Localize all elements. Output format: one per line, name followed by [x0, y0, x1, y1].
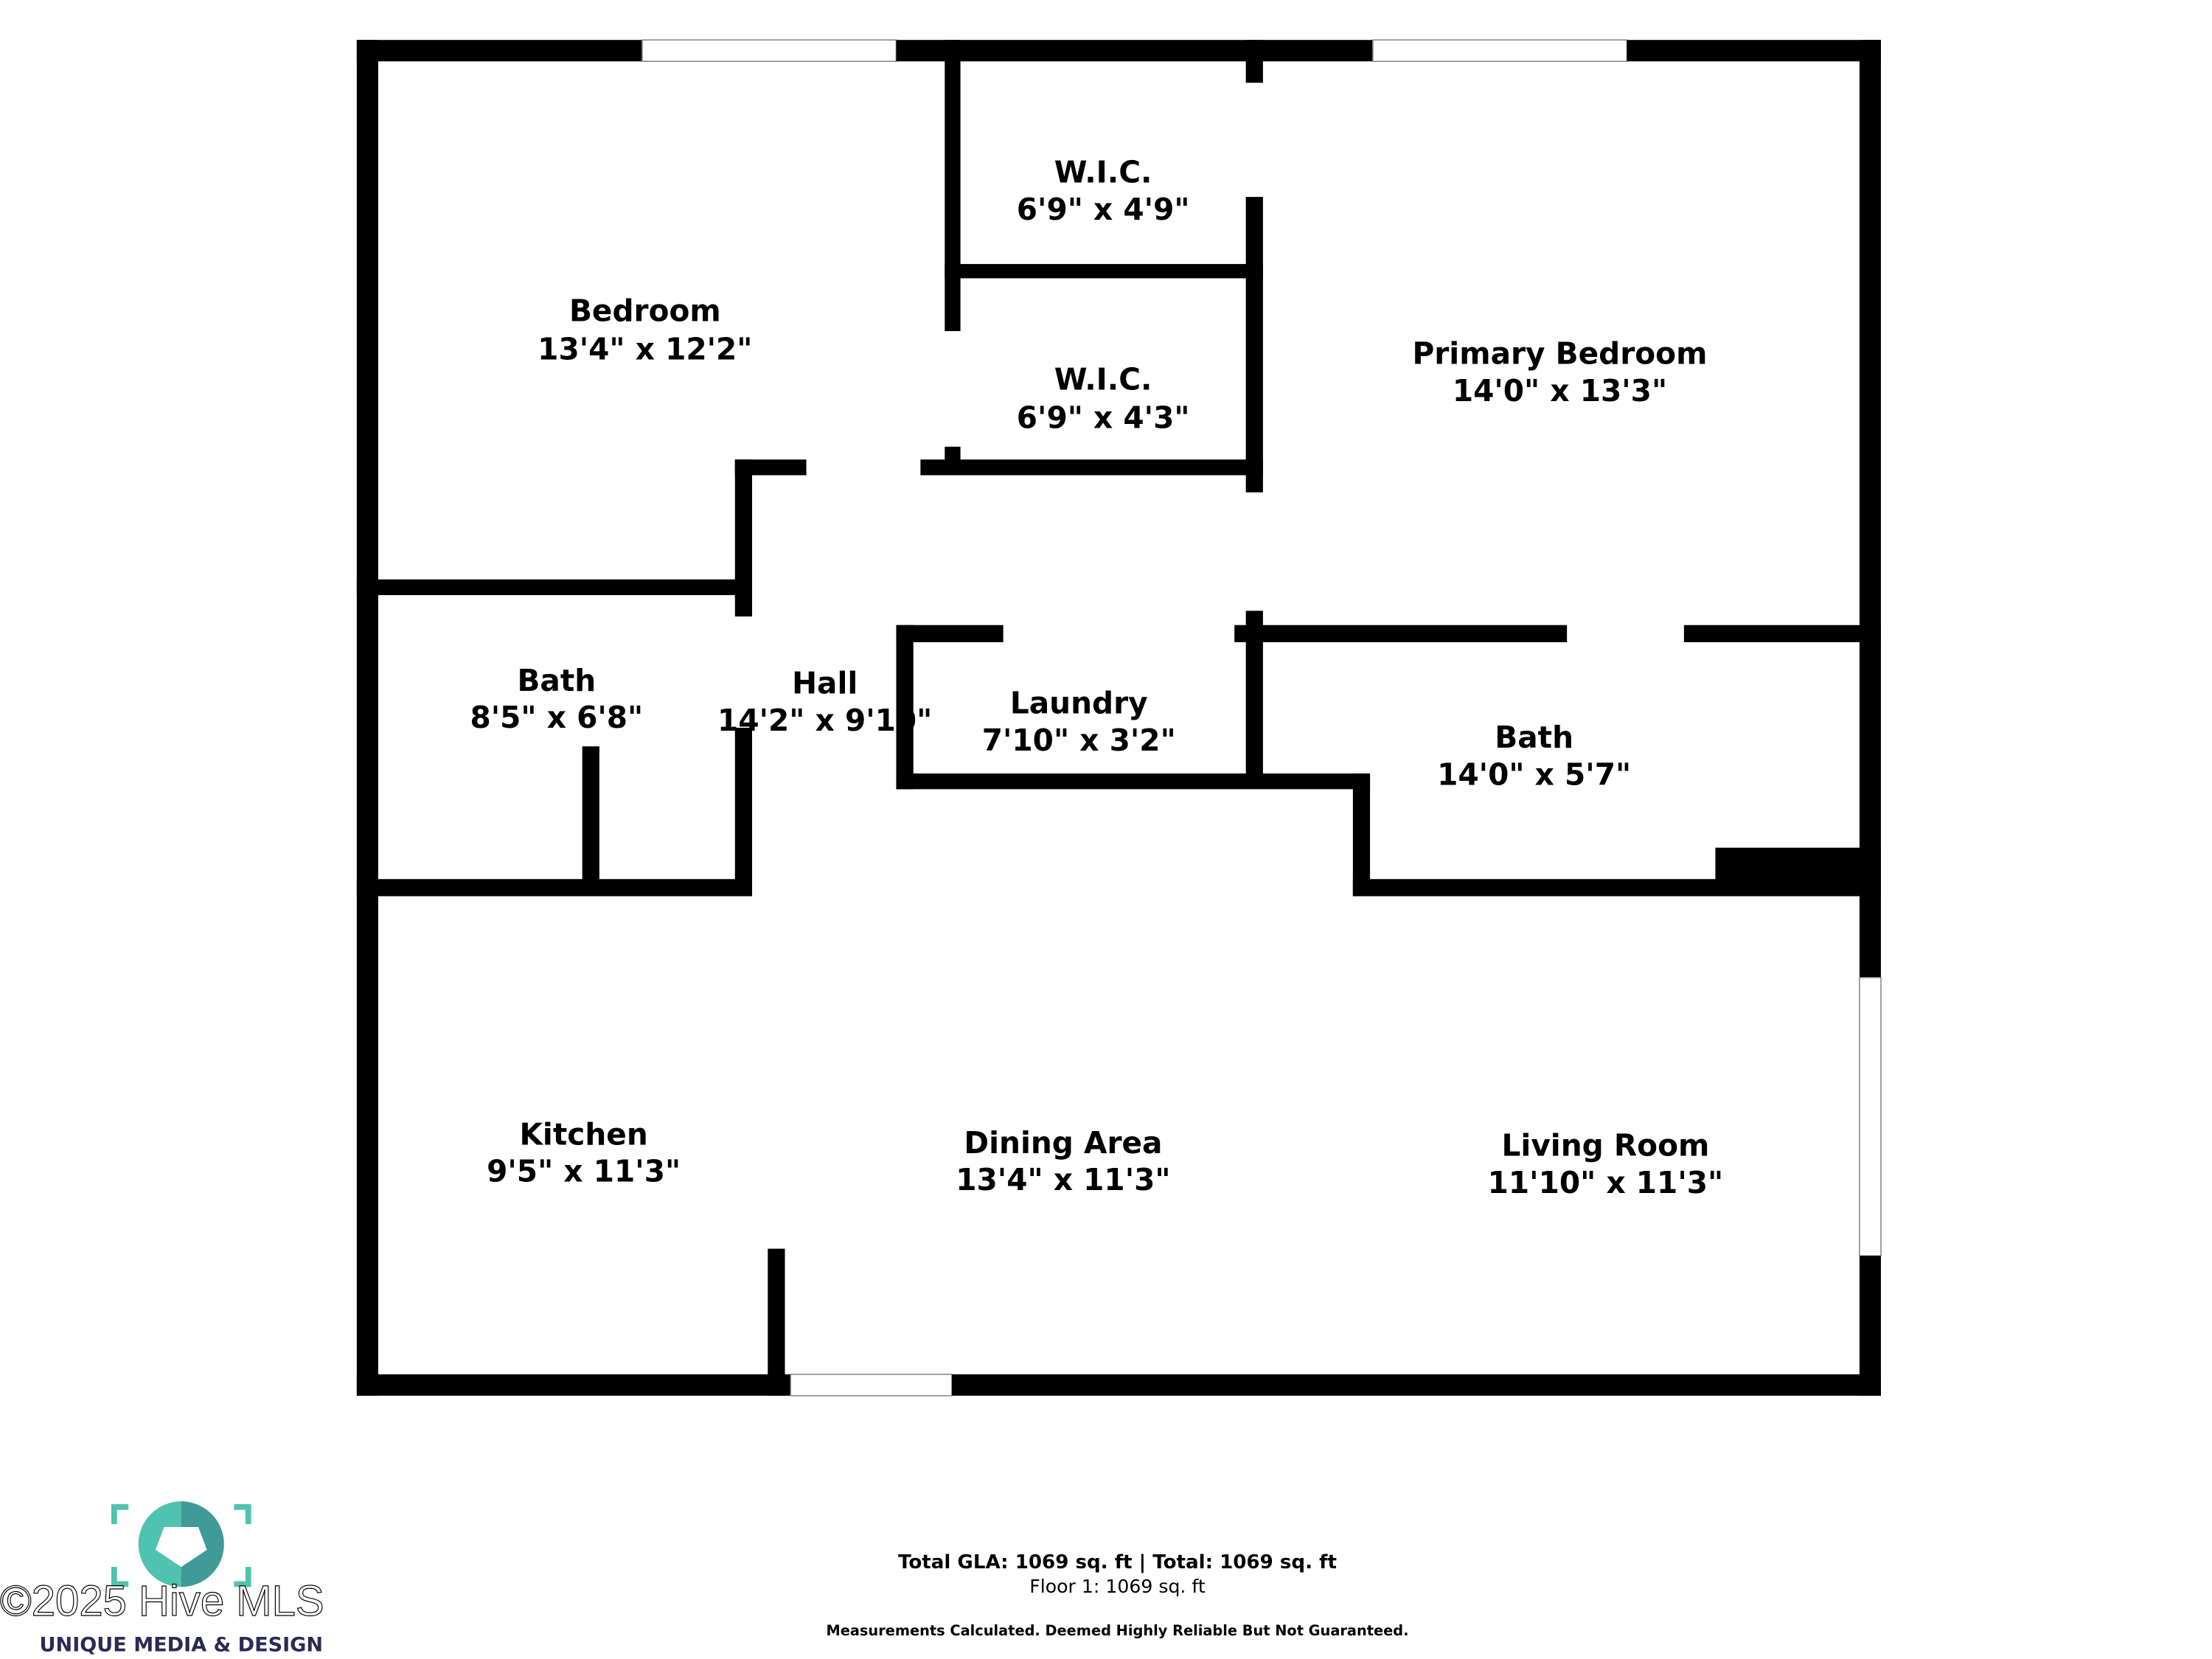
room-name: Kitchen — [519, 1116, 647, 1152]
room-name: Dining Area — [964, 1125, 1162, 1161]
room-name: Laundry — [1010, 686, 1148, 721]
room-name: Hall — [792, 666, 858, 701]
room-name: W.I.C. — [1054, 361, 1152, 397]
camera-aperture-icon — [111, 1498, 251, 1590]
room-name: Bath — [1495, 720, 1573, 755]
room-name: Bath — [517, 663, 596, 698]
room-size: 14'0" x 13'3" — [1453, 373, 1667, 408]
room-size: 13'4" x 12'2" — [538, 332, 752, 367]
room-name: Primary Bedroom — [1413, 336, 1708, 372]
room-size: 6'9" x 4'9" — [1017, 192, 1190, 227]
room-size: 9'5" x 11'3" — [487, 1154, 681, 1189]
walls — [356, 39, 1882, 1397]
floor-area: Floor 1: 1069 sq. ft — [1029, 1576, 1206, 1597]
company-logo: ©2025 Hive MLS UNIQUE MEDIA & DESIGN — [0, 1498, 324, 1656]
logo-text: UNIQUE MEDIA & DESIGN — [40, 1633, 324, 1656]
window — [641, 39, 897, 62]
window — [1859, 977, 1882, 1256]
room-name: W.I.C. — [1054, 155, 1152, 190]
room-size: 8'5" x 6'8" — [470, 700, 643, 735]
total-area: Total GLA: 1069 sq. ft | Total: 1069 sq.… — [898, 1551, 1337, 1573]
room-size: 14'0" x 5'7" — [1437, 757, 1631, 793]
room-labels: Bedroom 13'4" x 12'2" W.I.C. 6'9" x 4'9"… — [470, 155, 1723, 1200]
room-size: 11'10" x 11'3" — [1488, 1165, 1724, 1200]
room-size: 14'2" x 9'10" — [717, 703, 932, 738]
entry-door — [790, 1374, 953, 1397]
footer: Total GLA: 1069 sq. ft | Total: 1069 sq.… — [827, 1551, 1409, 1639]
watermark: ©2025 Hive MLS — [0, 1577, 324, 1625]
room-size: 6'9" x 4'3" — [1017, 400, 1190, 436]
room-size: 7'10" x 3'2" — [982, 723, 1176, 758]
room-name: Living Room — [1502, 1128, 1710, 1164]
window — [1372, 39, 1628, 62]
room-size: 13'4" x 11'3" — [956, 1162, 1170, 1197]
disclaimer: Measurements Calculated. Deemed Highly R… — [827, 1622, 1409, 1639]
room-name: Bedroom — [569, 293, 721, 328]
